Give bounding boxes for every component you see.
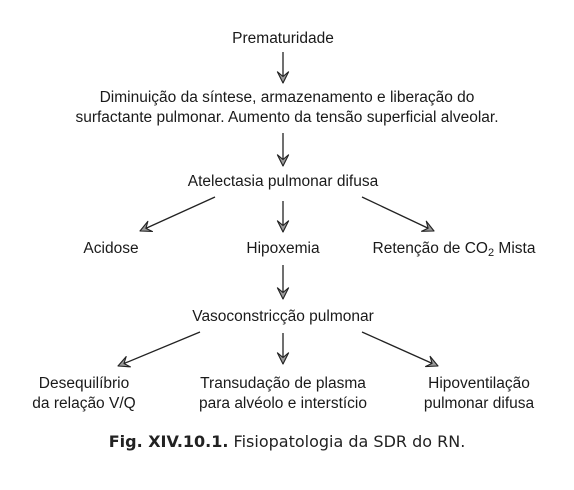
node-hipoventilacao-line-1: Hipoventilação	[428, 375, 530, 392]
figure-caption: Fig. XIV.10.1. Fisiopatologia da SDR do …	[0, 432, 574, 452]
node-hipoventilacao: Hipoventilação pulmonar difusa	[404, 374, 554, 414]
node-diminuicao-line-2: surfactante pulmonar. Aumento da tensão …	[75, 109, 499, 126]
arrow-atelectasia-to-retencao	[361, 196, 435, 232]
node-retencao: Retenção de CO2 Mista	[354, 239, 554, 259]
node-retencao-text: Retenção de CO	[372, 240, 488, 257]
node-transudacao: Transudação de plasma para alvéolo e int…	[178, 374, 388, 414]
arrow-atelectasia-to-acidose	[139, 196, 216, 233]
node-diminuicao: Diminuição da síntese, armazenamento e l…	[20, 88, 554, 128]
node-transudacao-line-2: para alvéolo e interstício	[198, 395, 367, 412]
arrow-vasoconstriccao-to-desequilibrio	[117, 331, 201, 368]
node-hipoxemia: Hipoxemia	[246, 240, 320, 257]
figure-caption-text: Fisiopatologia da SDR do RN.	[228, 432, 466, 451]
node-hipoventilacao-line-2: pulmonar difusa	[423, 395, 535, 412]
node-vasoconstriccao: Vasoconstricção pulmonar	[192, 308, 374, 325]
node-acidose: Acidose	[83, 240, 139, 257]
node-retencao-subscript: 2	[488, 247, 495, 259]
node-atelectasia: Atelectasia pulmonar difusa	[187, 173, 379, 190]
figure-caption-label: Fig. XIV.10.1.	[108, 432, 229, 451]
node-desequilibrio-line-1: Desequilíbrio	[38, 375, 130, 392]
node-transudacao-line-1: Transudação de plasma	[200, 375, 366, 392]
node-desequilibrio: Desequilíbrio da relação V/Q	[14, 374, 154, 414]
arrow-vasoconstriccao-to-hipoventilacao	[361, 331, 439, 368]
node-prematuridade: Prematuridade	[232, 30, 334, 47]
node-diminuicao-line-1: Diminuição da síntese, armazenamento e l…	[99, 89, 475, 106]
node-desequilibrio-line-2: da relação V/Q	[32, 395, 136, 412]
node-retencao-suffix: Mista	[494, 240, 536, 257]
